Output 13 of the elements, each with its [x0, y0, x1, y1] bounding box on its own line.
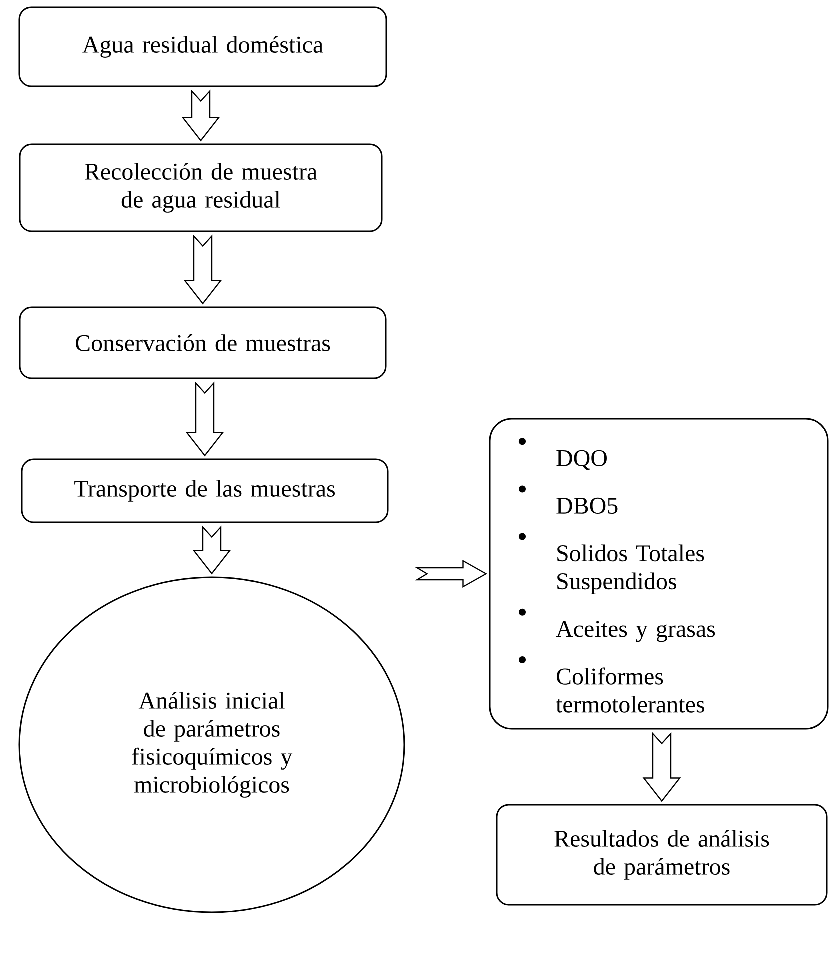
- process-box: Transporte de las muestras: [21, 458, 389, 524]
- block-arrow: [192, 526, 232, 575]
- block-arrow: [184, 234, 222, 305]
- process-box: Conservación de muestras: [19, 306, 387, 380]
- bullet-list-box: DQO DBO5 Solidos Totales Suspendidos Aceites y grasas Coliformes termotolerantes: [489, 418, 829, 730]
- block-arrow: [186, 382, 224, 457]
- process-box: Recolección de muestra de agua residual: [19, 144, 383, 232]
- block-arrow: [642, 732, 682, 802]
- block-arrow: [415, 560, 488, 588]
- ellipse-node: Análisis inicial de parámetros fisicoquímicos y microbiológicos: [18, 576, 406, 914]
- process-box: Agua residual doméstica: [18, 6, 388, 88]
- process-box: Resultados de análisis de parámetros: [496, 804, 828, 906]
- block-arrow: [182, 90, 220, 142]
